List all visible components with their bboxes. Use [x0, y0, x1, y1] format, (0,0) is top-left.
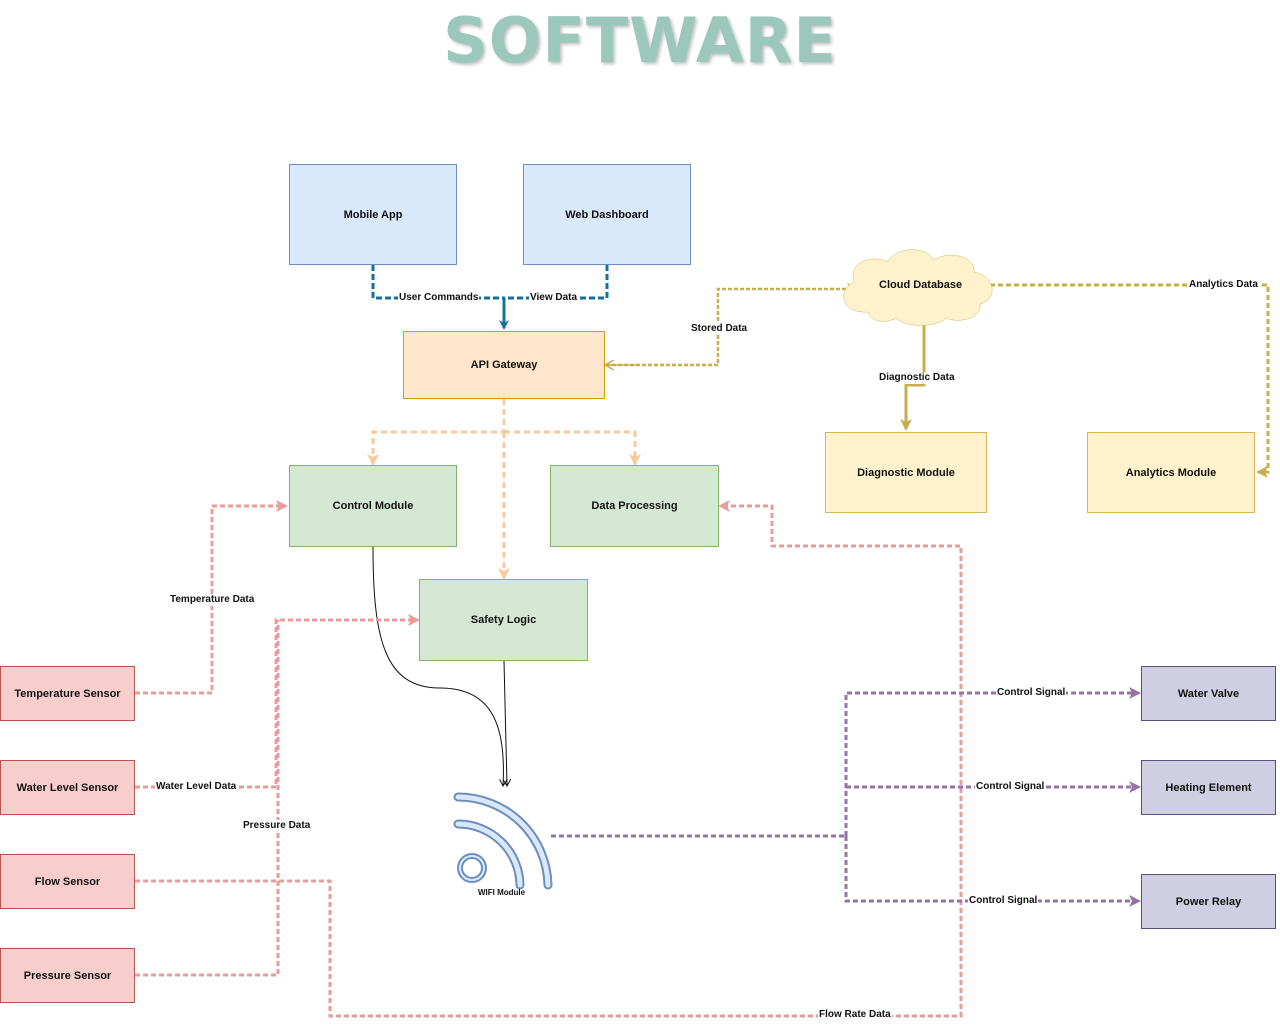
edge-analytics-data: [990, 283, 1270, 478]
edge-control-signal-valve: [844, 687, 1141, 836]
node-wifi-module-label: WIFI Module: [478, 888, 526, 897]
edge-label-flow-rate-data: Flow Rate Data: [818, 1009, 892, 1021]
edge-label-control-signal-valve: Control Signal: [996, 687, 1067, 699]
edge-label-stored-data: Stored Data: [690, 323, 749, 335]
node-water-level-sensor[interactable]: Water Level Sensor: [0, 760, 135, 815]
edge-label-temperature-data: Temperature Data: [169, 594, 256, 606]
edge-api-to-processing: [504, 430, 641, 466]
node-safety-logic[interactable]: Safety Logic: [419, 579, 588, 661]
edge-control-signal-relay: [844, 836, 1141, 907]
edge-pressure-data: [135, 620, 280, 977]
wifi-icon: [453, 792, 553, 890]
edge-label-pressure-data: Pressure Data: [242, 820, 312, 832]
node-mobile-app[interactable]: Mobile App: [289, 164, 457, 265]
cloud-shape: [843, 249, 993, 326]
node-temperature-sensor[interactable]: Temperature Sensor: [0, 666, 135, 721]
node-pressure-sensor[interactable]: Pressure Sensor: [0, 948, 135, 1003]
node-data-processing[interactable]: Data Processing: [550, 465, 719, 547]
node-power-relay[interactable]: Power Relay: [1141, 874, 1276, 929]
node-control-module[interactable]: Control Module: [289, 465, 457, 547]
edge-safety-to-wifi: [504, 660, 507, 786]
node-heating-element[interactable]: Heating Element: [1141, 760, 1276, 815]
edge-flow-rate-data: [135, 500, 963, 1018]
node-diagnostic-module[interactable]: Diagnostic Module: [825, 432, 987, 513]
edge-label-user-commands: User Commands: [398, 292, 480, 304]
edge-water-level-data: [135, 614, 420, 789]
edge-label-analytics-data: Analytics Data: [1188, 279, 1259, 291]
edge-label-control-signal-relay: Control Signal: [968, 895, 1039, 907]
edge-label-diagnostic-data: Diagnostic Data: [878, 372, 956, 384]
node-cloud-database[interactable]: Cloud Database: [879, 279, 963, 291]
edge-diagnostic-data: [900, 320, 926, 431]
node-api-gateway[interactable]: API Gateway: [403, 331, 605, 399]
edge-label-control-signal-heating: Control Signal: [975, 781, 1046, 793]
edge-control-to-wifi: [372, 546, 503, 786]
page-title: SOFTWARE: [443, 4, 837, 77]
edge-api-to-control: [367, 399, 506, 466]
node-web-dashboard[interactable]: Web Dashboard: [523, 164, 691, 265]
node-flow-sensor[interactable]: Flow Sensor: [0, 854, 135, 909]
node-water-valve[interactable]: Water Valve: [1141, 666, 1276, 721]
edge-label-view-data: View Data: [529, 292, 579, 304]
edge-label-water-level-data: Water Level Data: [155, 781, 238, 793]
node-analytics-module[interactable]: Analytics Module: [1087, 432, 1255, 513]
